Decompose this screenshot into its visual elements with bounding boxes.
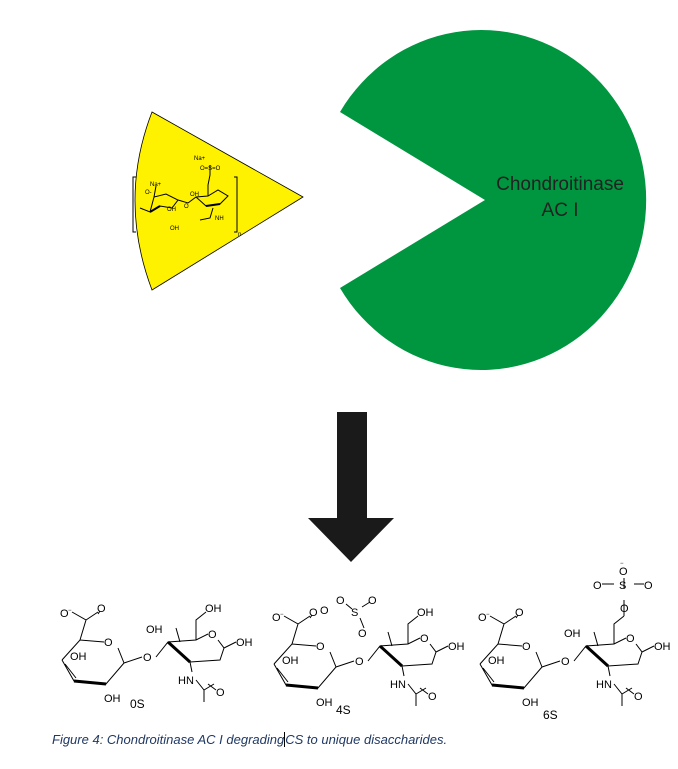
ring-o: O [420,633,429,645]
acetyl-o: O [428,691,437,703]
sulfate-bonds [602,578,644,616]
sulfate-o-minus: O [320,605,329,617]
oh-label: OH [205,603,222,615]
hn-label: HN [178,675,194,687]
o-label: O [184,204,189,210]
caption-text-before: Figure 4: Chondroitinase AC I degrading [52,732,285,747]
hn-label: HN [596,679,612,691]
ring-o: O [104,637,113,649]
product-label-6s: 6S [543,708,558,722]
ring-o: O [316,641,325,653]
oh-label: OH [70,651,87,663]
oh-label: OH [190,192,199,198]
oh-label: OH [448,641,465,653]
substrate-wedge [134,111,304,291]
oh-label: OH [417,607,434,619]
minus-sign: − [68,608,72,614]
oh-label: OH [522,697,539,709]
product-label-0s: 0S [130,697,145,711]
carbonyl-o: O [309,607,318,619]
carboxylate-o: O [60,608,69,620]
ester-o: O [358,628,367,640]
oh-label: OH [488,655,505,667]
minus-sign: − [486,612,490,618]
chondroitin-sulfate-structure: Na+ O=S=O Na+ O- OH OH OH NH O n [132,156,241,238]
glycosidic-o: O [561,656,570,668]
minus-sign: − [280,612,284,618]
carbonyl-o: O [515,607,524,619]
sulfur-label: S [619,580,626,592]
carbonyl-o: O [97,603,106,615]
caption-text-after: CS to unique disaccharides. [285,732,448,747]
enzyme-pacman [340,29,647,370]
wedge-bonds [491,644,610,690]
sulfate-o: O [336,595,345,607]
repeat-n-label: n [238,232,241,238]
glycosidic-o: O [355,656,364,668]
carboxylate-o: O [272,612,281,624]
acetyl-o: O [216,687,225,699]
ring-o: O [522,641,531,653]
nh-label: NH [215,216,224,222]
ring-o: O [208,629,217,641]
sulfate-o: O [619,566,628,578]
oh-label: OH [282,655,299,667]
down-arrow [308,412,394,562]
text-cursor [284,732,286,747]
oh-label: OH [564,628,581,640]
enzyme-label-line1: Chondroitinase [496,174,624,195]
sulfate-o: O [644,580,653,592]
wedge-bonds [73,640,192,686]
sulfo-label: O=S=O [200,166,221,172]
oh-label: OH [146,624,163,636]
sulfate-bonds [345,601,371,629]
oh-label: OH [167,207,176,213]
oh-label: OH [236,637,253,649]
ester-o: O [620,603,629,615]
oh-label: OH [104,693,121,705]
oh-label: OH [654,641,671,653]
na-label: Na+ [194,156,206,162]
ring-o: O [626,633,635,645]
sulfate-o: O [593,580,602,592]
product-label-4s: 4S [336,703,351,717]
sulfate-o: O [368,595,377,607]
wedge-bonds [285,644,404,690]
glycosidic-o: O [143,652,152,664]
oh-label: OH [170,226,179,232]
oh-label: OH [316,697,333,709]
acetyl-o: O [634,691,643,703]
enzyme-label-line2: AC I [542,200,579,221]
hn-label: HN [390,679,406,691]
minus-sign: − [620,561,624,567]
sulfur-label: S [351,607,358,619]
carboxyl-label: O- [145,190,152,196]
na-label: Na+ [150,182,162,188]
carboxylate-o: O [478,612,487,624]
figure-caption: Figure 4: Chondroitinase AC I degradingC… [52,732,447,747]
